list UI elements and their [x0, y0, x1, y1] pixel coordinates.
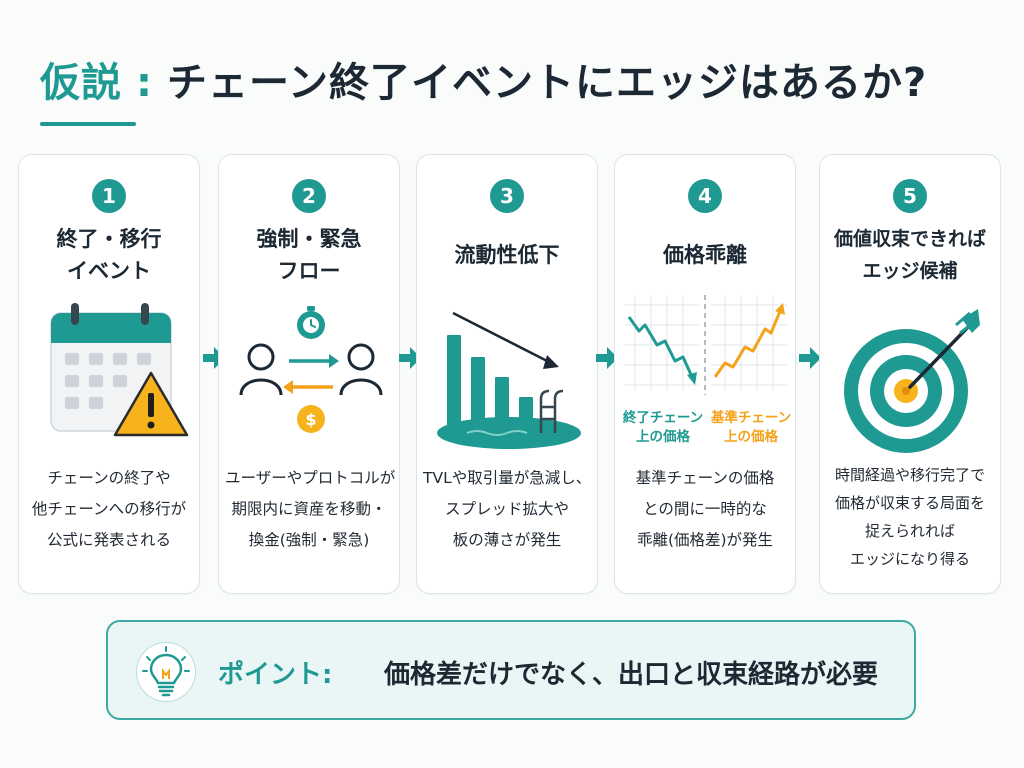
title-main: チェーン終了イベントにエッジはあるか? [167, 60, 928, 106]
desc-line: 時間経過や移行完了で [834, 466, 985, 484]
arrow-right-icon [399, 347, 421, 369]
calendar-warning-icon [29, 295, 189, 595]
target-arrow-icon [830, 295, 990, 595]
desc-line: 乖離(価格差)が発生 [636, 531, 774, 549]
step-card-3: 3 流動性低下 TVLや取引量が急減し、 スプレッド拡大や 板の薄さが発生 [416, 154, 598, 594]
step-number-badge: 1 [92, 179, 126, 213]
step-title-line: 強制・緊急 [256, 227, 362, 251]
step-card-2: 2 強制・緊急 フロー $ [218, 154, 400, 594]
step-title-line: 終了・移行 [56, 227, 162, 251]
arrow-right-icon [799, 347, 821, 369]
title-separator: : [136, 60, 153, 106]
step-card-4: 4 価格乖離 終了チェーン 上の価格 基準チェーン 上の価格 基準チェーンの [614, 154, 796, 594]
step-description: 時間経過や移行完了で 価格が収束する局面を 捉えられれば エッジになり得る [826, 461, 994, 573]
step-title: 強制・緊急 フロー [219, 223, 399, 287]
step-description: 基準チェーンの価格 との間に一時的な 乖離(価格差)が発生 [621, 463, 789, 556]
step-description: チェーンの終了や 他チェーンへの移行が 公式に発表される [25, 463, 193, 556]
svg-text:$: $ [305, 410, 316, 429]
step-card-1: 1 終了・移行 イベント [18, 154, 200, 594]
draining-pool-icon [427, 295, 587, 595]
step-description: ユーザーやプロトコルが 期限内に資産を移動・ 換金(強制・緊急) [225, 463, 396, 556]
step-number-badge: 4 [688, 179, 722, 213]
step-number-badge: 5 [893, 179, 927, 213]
chart-label-line: 上の価格 [724, 429, 778, 445]
chart-label-line: 基準チェーン [710, 410, 792, 426]
lightbulb-icon [136, 642, 196, 702]
desc-line: TVLや取引量が急減し、 [423, 469, 592, 487]
price-divergence-chart-icon: 終了チェーン 上の価格 基準チェーン 上の価格 [623, 295, 791, 595]
step-description: TVLや取引量が急減し、 スプレッド拡大や 板の薄さが発生 [423, 463, 591, 556]
desc-line: 期限内に資産を移動・ [231, 500, 387, 518]
step-number-badge: 3 [490, 179, 524, 213]
point-callout: ポイント: 価格差だけでなく、出口と収束経路が必要 [106, 620, 916, 720]
chart-label-line: 上の価格 [636, 429, 690, 445]
title-tag: 仮説 [40, 60, 122, 106]
desc-line: 捉えられれば [864, 522, 955, 540]
step-title-line: 流動性低下 [454, 243, 560, 267]
point-text: 価格差だけでなく、出口と収束経路が必要 [384, 660, 879, 690]
desc-line: チェーンの終了や [47, 469, 171, 487]
step-title-line: フロー [277, 259, 341, 283]
desc-line: 公式に発表される [46, 531, 171, 549]
step-number-badge: 2 [292, 179, 326, 213]
desc-line: ユーザーやプロトコルが [225, 469, 396, 487]
desc-line: 基準チェーンの価格 [635, 469, 775, 487]
step-title: 終了・移行 イベント [19, 223, 199, 287]
step-title-line: イベント [67, 259, 151, 283]
desc-line: 換金(強制・緊急) [248, 531, 370, 549]
chart-label-left: 終了チェーン 上の価格 [619, 409, 707, 447]
stopwatch-icon [297, 306, 325, 339]
arrow-right-icon [596, 347, 618, 369]
desc-line: スプレッド拡大や [444, 500, 569, 518]
step-title-line: 価値収束できれば [833, 228, 986, 250]
desc-line: 価格が収束する局面を [834, 494, 985, 512]
users-exchange-icon: $ [229, 295, 389, 595]
step-title: 価値収束できれば エッジ候補 [820, 223, 1000, 287]
desc-line: との間に一時的な [643, 500, 767, 518]
step-card-5: 5 価値収束できれば エッジ候補 時間経過や移行完了で 価格が収束する局面を 捉… [819, 154, 1001, 594]
dollar-coin-icon: $ [297, 405, 325, 433]
chart-label-right: 基準チェーン 上の価格 [707, 409, 795, 447]
desc-line: 板の薄さが発生 [452, 531, 562, 549]
step-title-line: エッジ候補 [862, 260, 958, 282]
step-title-line: 価格乖離 [663, 243, 747, 267]
desc-line: 他チェーンへの移行が [31, 500, 187, 518]
chart-label-line: 終了チェーン [622, 410, 704, 426]
desc-line: エッジになり得る [849, 550, 970, 568]
page-title: 仮説: チェーン終了イベントにエッジはあるか? [40, 50, 927, 108]
title-underline [40, 122, 136, 126]
point-label: ポイント: [218, 660, 333, 690]
step-title: 価格乖離 [615, 239, 795, 271]
step-title: 流動性低下 [417, 239, 597, 271]
